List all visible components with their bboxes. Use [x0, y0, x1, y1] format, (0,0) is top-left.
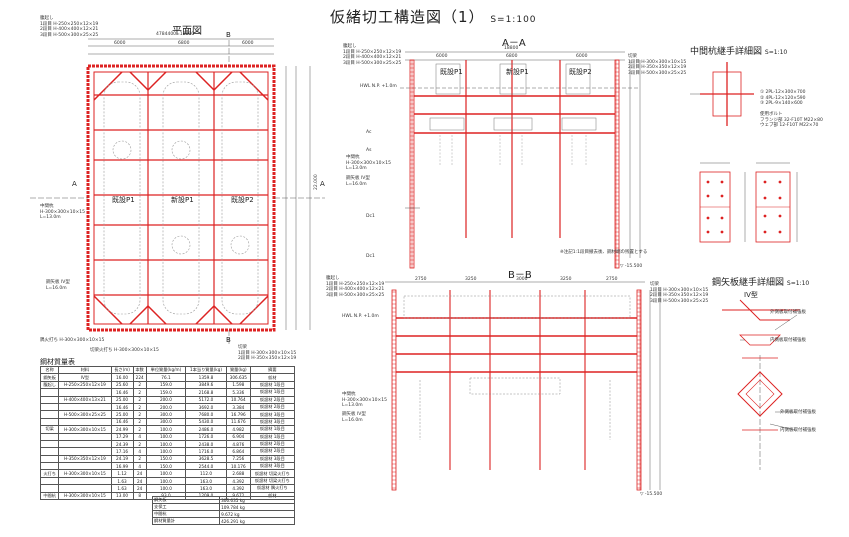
aa-heading: A－A [502, 38, 526, 49]
bb-dim-3: 3000 [516, 277, 528, 282]
aa-pier-3: 既設P2 [569, 68, 592, 76]
page-title: 仮緒切工構造図（1） S=1:100 [330, 6, 537, 27]
bb-dim-4: 3250 [560, 277, 572, 282]
title-main: 仮緒切工構造図（1） [330, 8, 485, 26]
mid-detail-heading: 中間杭継手詳細図 S=1:10 [690, 47, 788, 57]
sheet-detail-label-2: 内側板取付補強板 [770, 338, 806, 343]
section-mark-b-top: B [226, 31, 231, 39]
mid-detail-items: ① 2PL-12×300×700 ② 4PL-12×120×590 ③ 2PL-… [760, 90, 806, 106]
aa-bottom-level: ▽ -15.500 [620, 264, 643, 269]
section-mark-a-left: A [72, 180, 77, 188]
bb-dim-5: 2750 [606, 277, 618, 282]
mid-pile-detail-view [690, 62, 798, 243]
mid-detail-bolts: 使用ボルト フランジ部 32-F10T M22×80 ウェブ部 12-F10T … [760, 112, 823, 128]
aa-dim-3: 6000 [576, 54, 588, 59]
aa-dim-total: 18800 [504, 46, 519, 51]
aa-footnote: ※注記1:1段目撤去後、鋼材端の残置とする [560, 250, 648, 255]
steel-table-heading: 鋼材質量表 [40, 358, 75, 366]
plan-dim-1: 6000 [114, 41, 126, 46]
section-mark-b-bottom: B [226, 336, 231, 344]
plan-struts [94, 72, 268, 324]
aa-hwl: HWL N.P. +1.0m [360, 84, 397, 89]
sheet-detail-label-1: 外側板取付補強板 [770, 310, 806, 315]
aa-layer-3: Dc1 [366, 214, 375, 219]
plan-corner-braces [93, 71, 269, 325]
steel-table-header-row: 名称材料 長さ(m)本数 単位質量(kg/m)1本当り質量(kg) 質量(kg)… [39, 365, 296, 375]
bb-heading: B－B [508, 270, 532, 281]
bb-section-view [385, 281, 661, 491]
plan-view [30, 38, 325, 345]
sheet-detail-heading: 鋼矢板継手詳細図 S=1:10 [712, 278, 810, 288]
bb-hwl: HWL N.P. +1.0m [342, 314, 379, 319]
plan-pier-1: 既設P1 [112, 196, 135, 204]
aa-layer-1: Ac [366, 130, 372, 135]
plan-dim-right: 22.000 [314, 174, 319, 190]
sheet-pile-detail-view [722, 299, 800, 470]
aa-section-view [400, 51, 641, 269]
bb-bottom-level: ▽ -15.500 [640, 492, 663, 497]
plan-dim-3: 6000 [242, 41, 254, 46]
aa-pier-1: 既設P1 [440, 68, 463, 76]
plan-strut-note: 切梁火打ち H-300×300×10×15 [90, 348, 159, 353]
plan-dim-2: 6800 [178, 41, 190, 46]
plan-sheet-pile-note: 鋼矢板 IV型 L=16.0m [46, 280, 70, 291]
sheet-detail-label-4: 内側板取付補強板 [780, 428, 816, 433]
plan-pier-3: 既設P2 [231, 196, 254, 204]
plan-corner-note: 隅火打ち H-300×300×10×15 [40, 338, 105, 343]
plan-note-top: 腹起し 1段目 H-250×250×12×19 2段目 H-400×400×12… [40, 16, 99, 38]
sheet-detail-type: IV型 [744, 291, 758, 299]
aa-dim-1: 6000 [436, 54, 448, 59]
title-scale: S=1:100 [490, 15, 537, 25]
bb-dim-2: 3250 [465, 277, 477, 282]
steel-table: 名称材料 長さ(m)本数 単位質量(kg/m)1本当り質量(kg) 質量(kg)… [39, 365, 296, 501]
plan-mid-pile-note: 中間杭 H-300×300×10×15 L=13.0m [40, 204, 85, 220]
aa-pier-2: 新設P1 [506, 68, 529, 76]
plan-dim-total: 4784400=18800 [156, 32, 195, 37]
bb-dim-1: 2750 [415, 277, 427, 282]
aa-layer-4: Dc1 [366, 254, 375, 259]
aa-layer-2: As [366, 148, 372, 153]
aa-dim-2: 6800 [506, 54, 518, 59]
plan-heading: 平面図 [172, 26, 202, 37]
sheet-detail-label-3: 外側板取付補強板 [780, 410, 816, 415]
section-mark-a-right: A [320, 180, 325, 188]
plan-pier-footprints [103, 81, 259, 315]
plan-pier-2: 新設P1 [171, 196, 194, 204]
plan-struts-right-note: 切梁 1段目 H-300×300×10×15 2段目 H-350×350×12×… [238, 345, 297, 361]
